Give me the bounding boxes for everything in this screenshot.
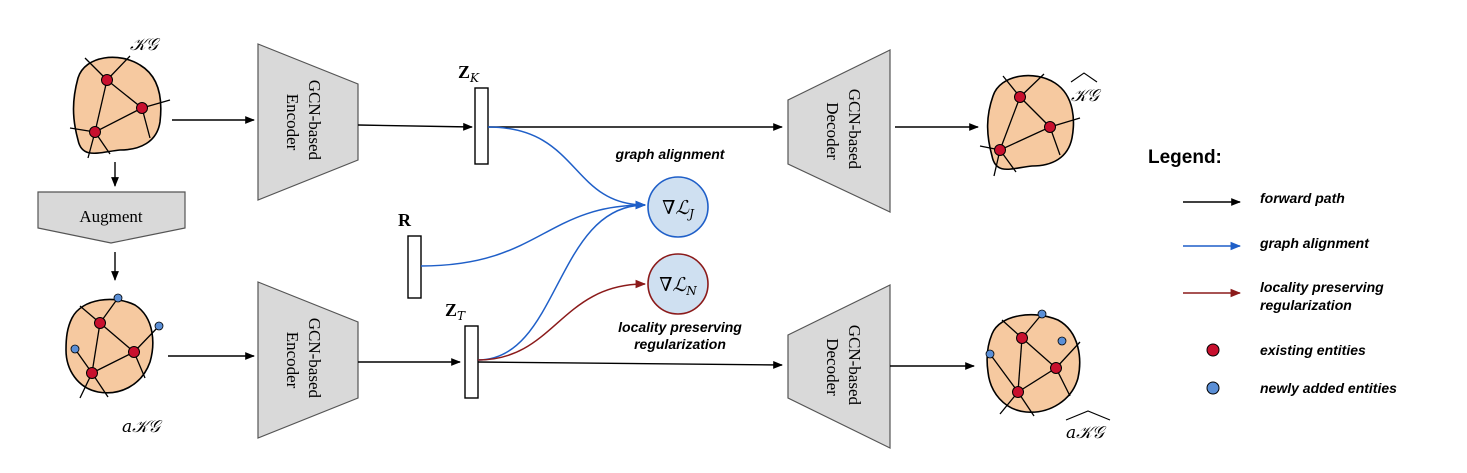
decoder-top-line2: Decoder (823, 102, 842, 160)
legend-new-label: newly added entities (1260, 380, 1397, 396)
zk-vector (474, 87, 489, 165)
encoder-top-line1: GCN-based (305, 80, 324, 161)
existing-entity-node (1014, 91, 1026, 103)
existing-entity-node (1016, 332, 1028, 344)
existing-entity-node (89, 126, 101, 138)
legend: Legend: forward path graph alignment loc… (1148, 147, 1397, 396)
legend-forward-label: forward path (1260, 190, 1345, 206)
legend-new-node (1206, 381, 1220, 395)
decoder-bottom-line2: Decoder (823, 338, 842, 396)
graph-alignment-annotation: graph alignment (615, 146, 726, 162)
legend-existing-label: existing entities (1260, 342, 1366, 358)
new-entity-node (1057, 336, 1067, 346)
existing-entity-node (1012, 386, 1024, 398)
akg-hat-label: a𝒦𝒢 (1065, 410, 1111, 443)
decoder-top: GCN-based Decoder (787, 49, 891, 213)
existing-entity-node (136, 102, 148, 114)
augment-block: Augment (37, 191, 186, 244)
svg-text:a𝒦𝒢: a𝒦𝒢 (1066, 423, 1107, 443)
legend-alignment-label: graph alignment (1259, 235, 1370, 251)
kg-label: 𝒦𝒢 (130, 35, 161, 55)
legend-title: Legend: (1148, 147, 1222, 168)
svg-text:GCN-based Encoder: GCN-based Encoder (283, 318, 324, 403)
forward-arrow (477, 360, 783, 369)
existing-entity-node (128, 346, 140, 358)
zt-label: ZT (445, 300, 466, 323)
encoder-bottom: GCN-based Encoder (257, 281, 359, 439)
svg-text:𝒦𝒢: 𝒦𝒢 (1071, 86, 1102, 106)
locality-annotation-line2: regularization (634, 336, 726, 352)
forward-arrow (357, 122, 473, 131)
loss-lj: ∇ℒJ (647, 176, 709, 238)
decoder-bottom: GCN-based Decoder (787, 284, 891, 449)
decoder-bottom-line1: GCN-based (845, 325, 864, 406)
augment-label: Augment (79, 207, 143, 226)
new-entity-node (70, 344, 80, 354)
existing-entity-node (86, 367, 98, 379)
existing-entity-node (101, 74, 113, 86)
akg-hat-graph (985, 309, 1081, 417)
alignment-curve-r (420, 200, 647, 267)
akg-label: a𝒦𝒢 (122, 417, 163, 437)
r-vector (407, 235, 422, 299)
existing-entity-node (94, 317, 106, 329)
existing-entity-node (1050, 362, 1062, 374)
decoder-top-line1: GCN-based (845, 89, 864, 170)
alignment-curve-zt (477, 200, 647, 361)
svg-text:GCN-based Encoder: GCN-based Encoder (283, 80, 324, 165)
kg-graph-top-left (69, 55, 171, 159)
svg-text:∇ℒN: ∇ℒN (659, 274, 697, 298)
svg-text:GCN-based Decoder: GCN-based Decoder (823, 325, 864, 410)
svg-text:GCN-based Decoder: GCN-based Decoder (823, 89, 864, 174)
kg-hat-label: 𝒦𝒢 (1070, 72, 1102, 106)
new-entity-node (113, 293, 123, 303)
r-label: R (398, 210, 412, 230)
kg-hat-graph (979, 73, 1081, 177)
new-entity-node (1037, 309, 1047, 319)
encoder-bottom-line1: GCN-based (305, 318, 324, 399)
encoder-bottom-line2: Encoder (283, 332, 302, 389)
locality-curve (477, 279, 647, 361)
legend-locality-label-2: regularization (1260, 297, 1352, 313)
existing-entity-node (1044, 121, 1056, 133)
svg-text:∇ℒJ: ∇ℒJ (662, 197, 695, 221)
loss-ln: ∇ℒN (647, 253, 709, 315)
existing-entity-node (994, 144, 1006, 156)
zt-vector (464, 325, 479, 399)
alignment-curve-zk (487, 126, 647, 210)
legend-locality-label-1: locality preserving (1260, 279, 1384, 295)
legend-existing-node (1206, 343, 1220, 357)
encoder-top: GCN-based Encoder (257, 43, 359, 201)
akg-graph-bottom-left (65, 293, 164, 399)
locality-annotation-line1: locality preserving (618, 319, 742, 335)
zk-label: ZK (458, 62, 480, 85)
new-entity-node (985, 349, 995, 359)
new-entity-node (154, 321, 164, 331)
encoder-top-line2: Encoder (283, 94, 302, 151)
